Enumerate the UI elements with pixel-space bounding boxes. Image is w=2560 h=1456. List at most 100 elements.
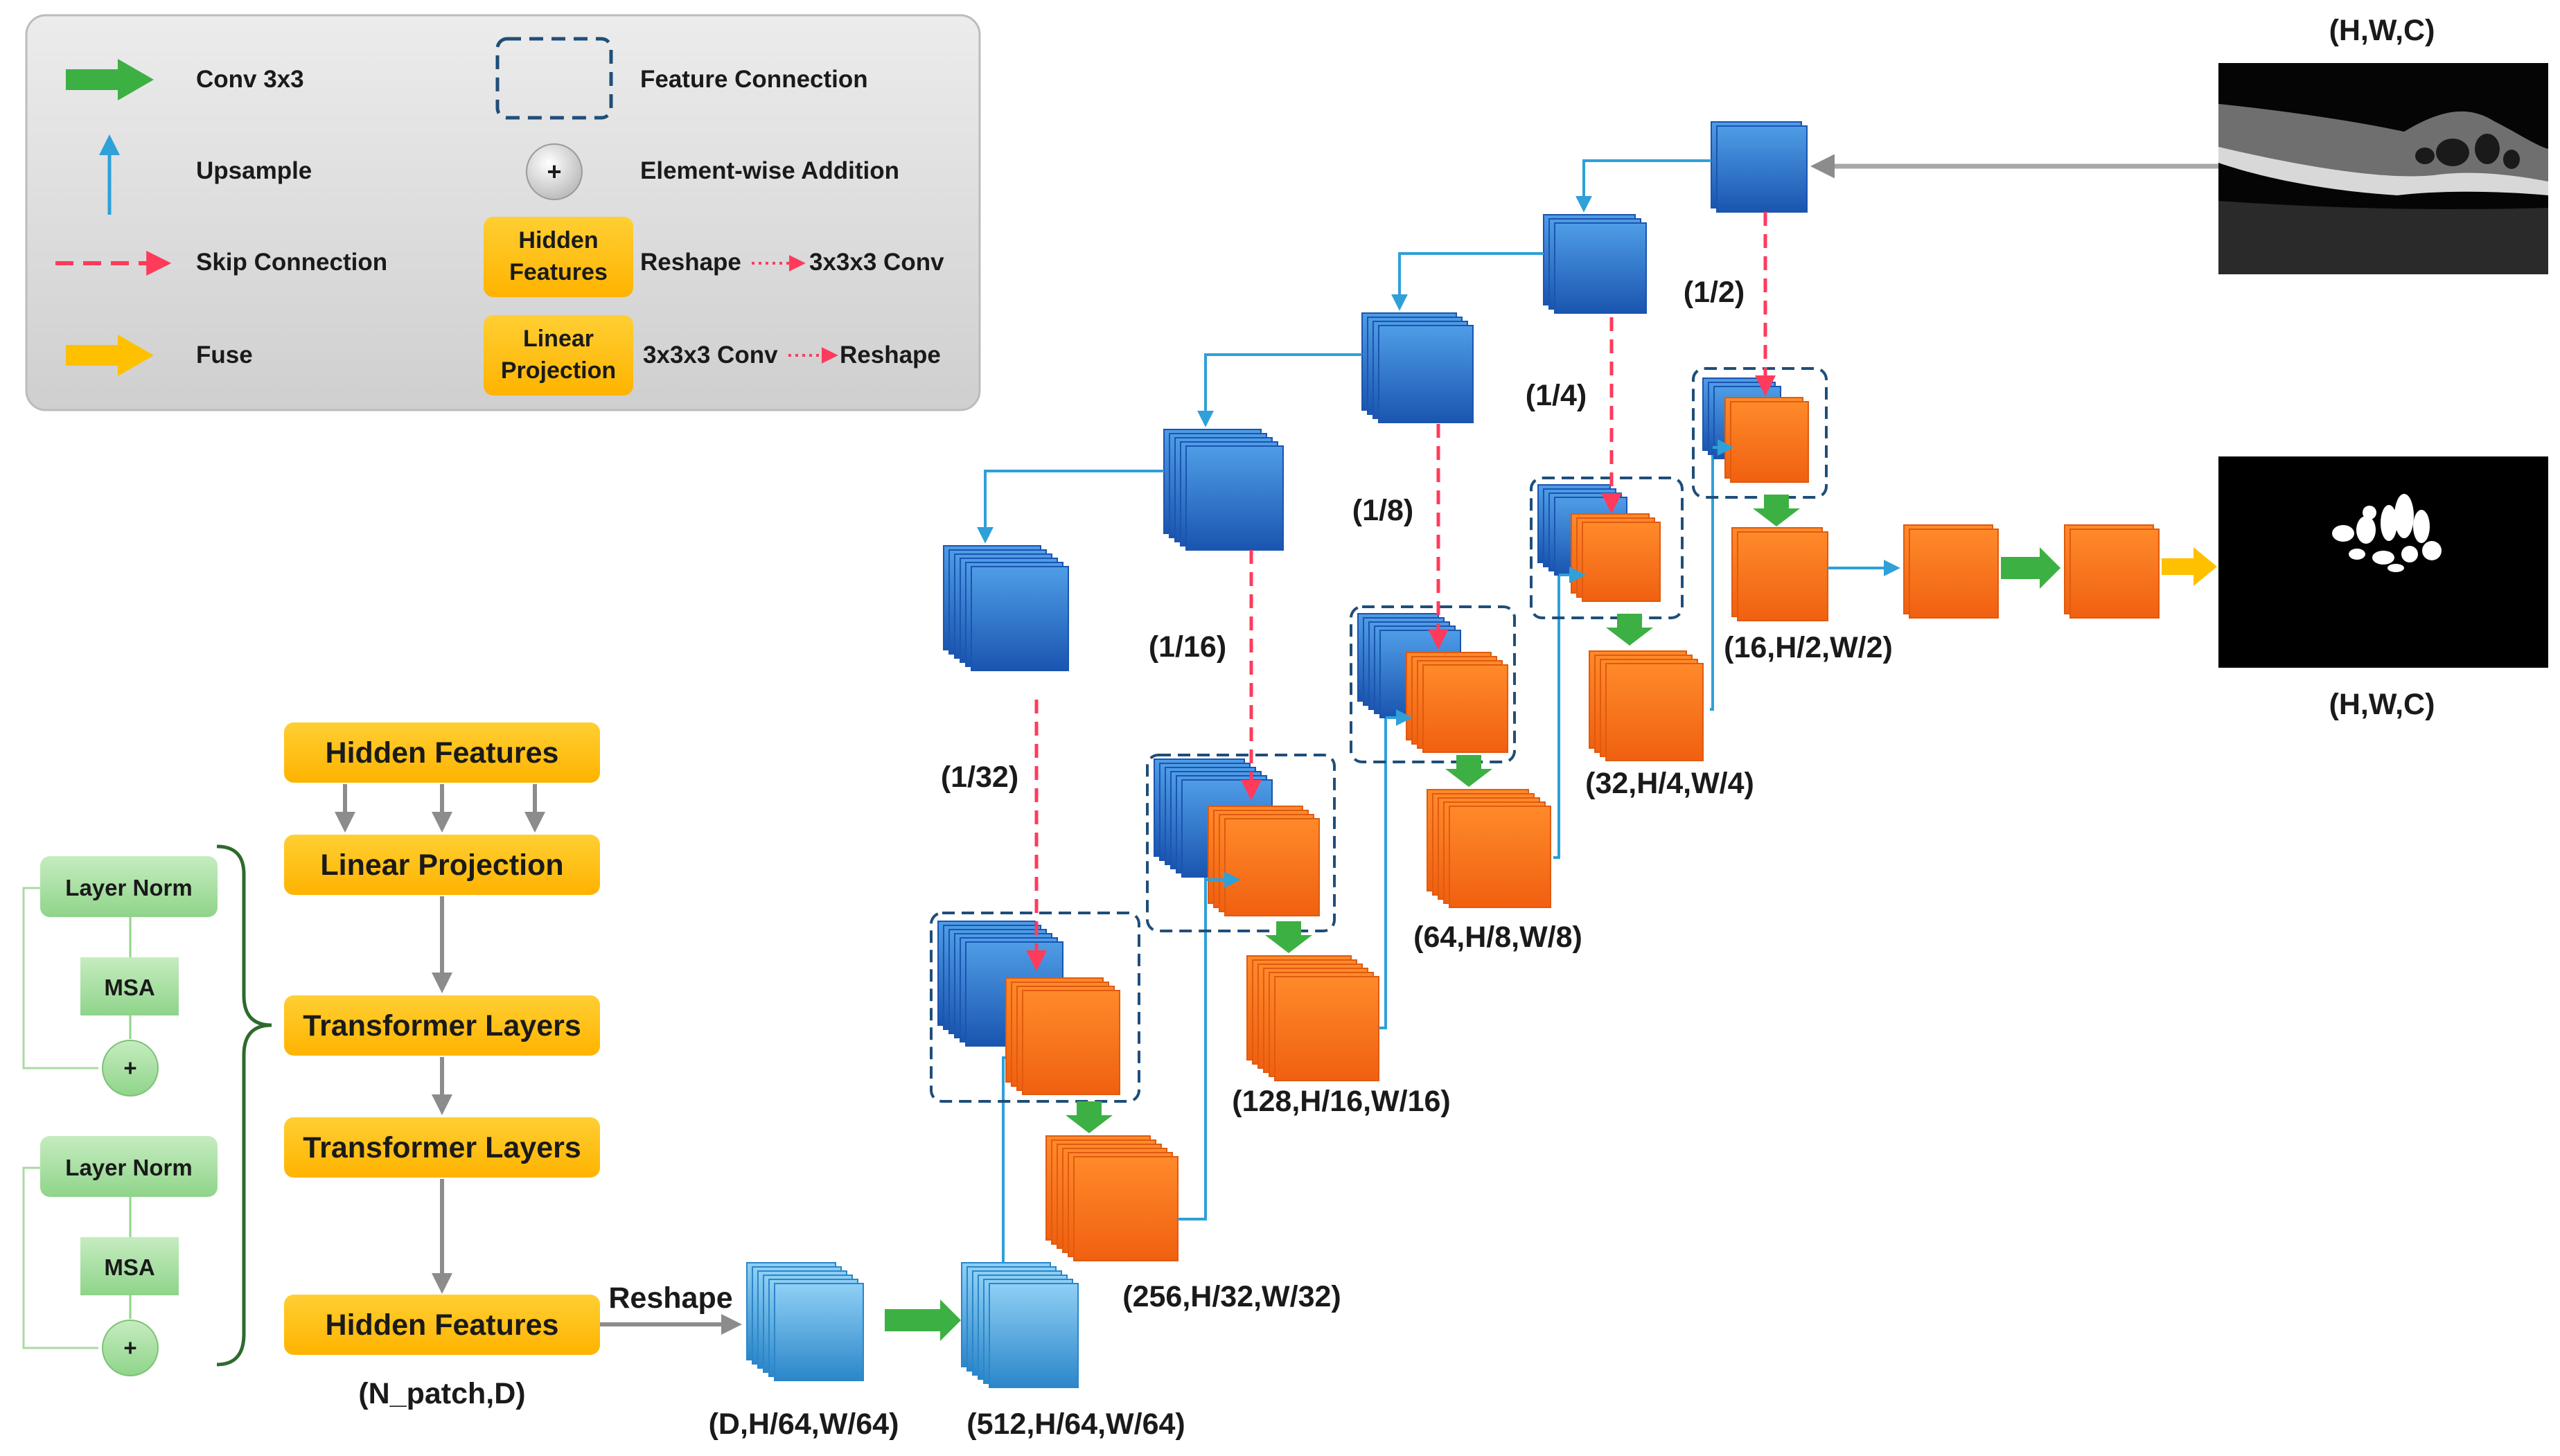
fuse-arrow-output xyxy=(2162,547,2217,586)
conv-down-1-32 xyxy=(1066,1101,1113,1133)
addition-1-icon xyxy=(102,1040,159,1097)
decoder-stack xyxy=(746,212,2217,1388)
hidden-features-top-label: Hidden Features xyxy=(326,736,559,770)
dim-label-d64: (D,H/64,W/64) xyxy=(709,1408,899,1441)
decoder-cube-32 xyxy=(1589,650,1704,761)
dim-label-64: (64,H/8,W/8) xyxy=(1413,921,1582,954)
up-link-128 xyxy=(1379,716,1406,1029)
feature-connection-1-2 xyxy=(1692,367,1828,499)
scale-label-1-8: (1/8) xyxy=(1352,494,1413,527)
fusion-orange-1-2 xyxy=(1724,397,1809,483)
conv-down-1-2 xyxy=(1753,495,1800,526)
feature-connection-1-8 xyxy=(1350,605,1516,763)
conv-down-1-4 xyxy=(1606,614,1653,646)
linear-projection-label: Linear Projection xyxy=(320,849,563,882)
cube-512-h64 xyxy=(961,1262,1079,1388)
legend: Conv 3x3 Upsample Skip Connection Fuse F… xyxy=(25,14,981,411)
dim-label-16: (16,H/2,W/2) xyxy=(1724,631,1893,664)
enc-link-1 xyxy=(1575,159,1711,213)
fusion-orange-1-16 xyxy=(1208,806,1320,916)
conv-down-1-16 xyxy=(1265,921,1312,953)
input-image-group: (H,W,C) xyxy=(2218,14,2548,274)
msa-1-box xyxy=(80,957,179,1015)
feature-connection-1-16 xyxy=(1146,754,1336,932)
encoder-cube-1-4 xyxy=(1543,214,1647,314)
legend-hidden-features-line2: Features xyxy=(509,259,608,285)
msa-2-box xyxy=(80,1237,179,1295)
reshape-label: Reshape xyxy=(608,1281,732,1315)
legend-feature-connection-label: Feature Connection xyxy=(640,66,868,93)
legend-reshape-a: Reshape xyxy=(640,249,741,276)
enc-link-3 xyxy=(1197,353,1362,427)
legend-hidden-features-box xyxy=(484,217,633,297)
up-link-32 xyxy=(1710,446,1727,711)
decoder-cube-64 xyxy=(1427,789,1551,908)
encoder-cube-1-32 xyxy=(943,545,1069,671)
input-dim-label: (H,W,C) xyxy=(2329,14,2435,47)
fusion-orange-1-4 xyxy=(1571,513,1661,602)
legend-linear-projection-line2: Projection xyxy=(501,357,616,384)
layer-norm-1-box xyxy=(40,856,218,917)
transformer-layers-1-box xyxy=(284,995,600,1056)
layer-norm-2-label: Layer Norm xyxy=(65,1155,192,1180)
legend-conv3d-a: 3x3x3 Conv xyxy=(809,249,944,276)
decoder-cube-16 xyxy=(1731,527,1828,621)
layer-norm-1-label: Layer Norm xyxy=(65,875,192,900)
encoder-cube-1-2 xyxy=(1711,121,1808,213)
legend-linear-projection-box xyxy=(484,315,633,396)
legend-fuse-label: Fuse xyxy=(196,341,253,369)
legend-panel xyxy=(25,14,981,411)
decoder-cube-256 xyxy=(1045,1135,1179,1261)
scale-label-1-16: (1/16) xyxy=(1149,630,1226,664)
fusion-orange-1-8 xyxy=(1406,652,1508,753)
addition-icon: + xyxy=(526,143,583,200)
enc-link-4 xyxy=(977,470,1164,544)
n-patch-label: (N_patch,D) xyxy=(358,1377,525,1410)
dim-label-256: (256,H/32,W/32) xyxy=(1122,1280,1341,1313)
hidden-features-bottom-box xyxy=(284,1295,600,1355)
output-image-group: (H,W,C) xyxy=(2218,456,2548,721)
scale-label-1-32: (1/32) xyxy=(941,761,1018,794)
addition-1-sign: + xyxy=(123,1055,136,1081)
final-cube-2 xyxy=(2064,524,2160,619)
addition-2-icon xyxy=(102,1320,159,1376)
dimension-labels: (D,H/64,W/64) (512,H/64,W/64) (256,H/32,… xyxy=(709,631,1893,1441)
legend-upsample-label: Upsample xyxy=(196,157,312,184)
legend-linear-projection-line1: Linear xyxy=(523,326,594,352)
final-cube-1 xyxy=(1903,524,1999,619)
fusion-orange-1-32 xyxy=(1005,977,1120,1095)
transformer-layers-2-label: Transformer Layers xyxy=(303,1131,581,1164)
encoder-cube-1-8 xyxy=(1361,312,1474,423)
transformer-layer-detail-1: Layer Norm MSA + xyxy=(22,844,272,1367)
msa-1-label: MSA xyxy=(104,975,155,1000)
fuse-arrow-icon xyxy=(66,335,154,376)
transformer-encoder: Hidden Features Linear Projection Transf… xyxy=(22,722,742,1410)
linear-projection-box xyxy=(284,835,600,895)
hidden-features-top-box xyxy=(284,722,600,783)
layer-norm-2-box xyxy=(40,1136,218,1197)
conv-arrow-bottom xyxy=(885,1299,961,1341)
final-conv-arrow xyxy=(2001,547,2060,589)
legend-addition-label: Element-wise Addition xyxy=(640,157,899,184)
output-dim-label: (H,W,C) xyxy=(2329,688,2435,721)
cube-d-h64 xyxy=(746,1262,864,1381)
feature-connection-icon xyxy=(495,37,613,120)
transformer-layers-1-label: Transformer Layers xyxy=(303,1009,581,1042)
dim-label-128: (128,H/16,W/16) xyxy=(1232,1085,1450,1118)
legend-skip-label: Skip Connection xyxy=(196,249,387,276)
conv-arrow-icon xyxy=(66,59,154,100)
enc-link-2 xyxy=(1391,252,1544,311)
dim-label-512: (512,H/64,W/64) xyxy=(966,1408,1185,1441)
feature-connection-1-4 xyxy=(1530,477,1684,619)
transformer-layers-2-box xyxy=(284,1117,600,1178)
legend-conv-label: Conv 3x3 xyxy=(196,66,304,93)
conv-down-1-8 xyxy=(1445,755,1492,787)
hidden-features-bottom-label: Hidden Features xyxy=(326,1308,559,1342)
scale-label-1-4: (1/4) xyxy=(1526,379,1587,412)
scale-labels: (1/2) (1/4) (1/8) (1/16) (1/32) xyxy=(941,276,1745,794)
legend-conv3d-b: 3x3x3 Conv xyxy=(643,341,778,369)
encoder-cube-1-16 xyxy=(1163,429,1284,551)
encoder-stack xyxy=(943,121,1808,671)
